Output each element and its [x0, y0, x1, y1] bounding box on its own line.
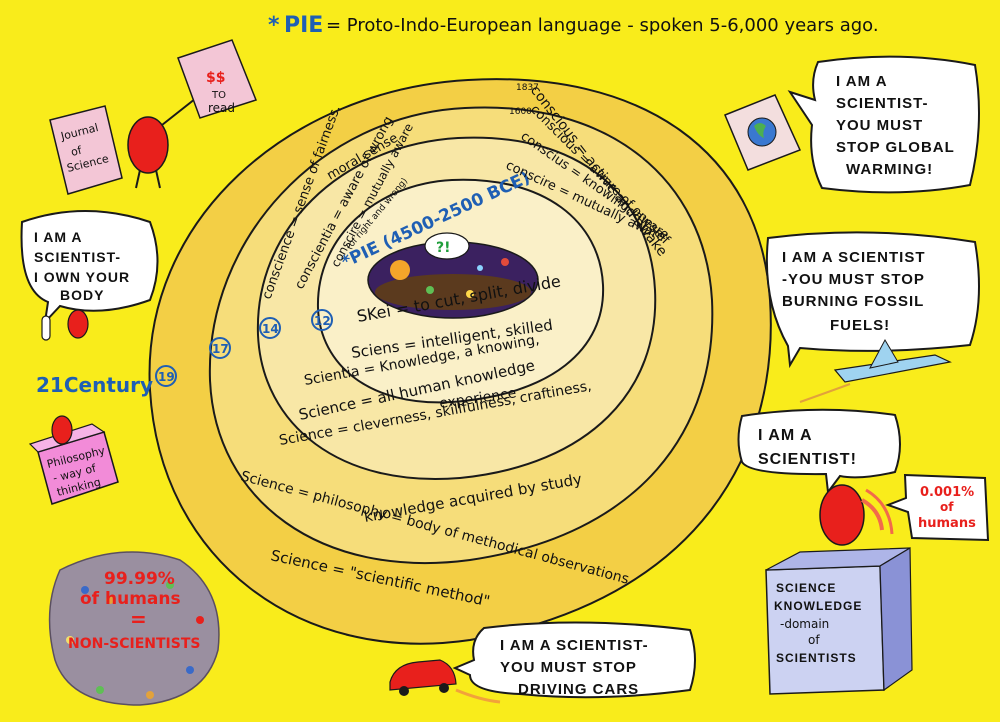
red-character-4 [819, 484, 865, 546]
bubble-gw-line-4: STOP GLOBAL [836, 139, 955, 156]
bubble-cars-line-2: YOU MUST STOP [500, 659, 637, 676]
dot-4 [466, 290, 474, 298]
bubble-body: I AM A SCIENTIST- I OWN YOUR BODY [20, 210, 159, 341]
car-icon [389, 659, 457, 691]
paywall-dollar: $$ [206, 70, 225, 86]
crowd-humans: of humans [80, 589, 181, 609]
science-box: SCIENCE KNOWLEDGE -domain of SCIENTISTS [765, 546, 913, 695]
red-character-1 [127, 116, 169, 174]
bubble-scientist-line-1: I AM A [758, 427, 813, 444]
crowd-non-scientists: NON-SCIENTISTS [68, 636, 200, 652]
journal-book [49, 105, 123, 195]
ring-system: ?! *PIE (4500-2500 BCE) SKei = to cut, s… [36, 78, 772, 645]
bubble-body-line-3: I OWN YOUR [34, 269, 130, 285]
svg-text:14: 14 [262, 322, 279, 336]
philosophy-box: Philosophy - way of thinking [28, 415, 119, 505]
pie-ground [375, 274, 531, 310]
red-character-3 [51, 415, 73, 445]
bubble-gw-line-3: YOU MUST [836, 117, 923, 134]
thought-bubble-text: ?! [436, 240, 451, 256]
header-star: * [268, 13, 280, 38]
bubble-body-line-2: SCIENTIST- [34, 249, 121, 265]
bubble-fossil-line-2: -YOU MUST STOP [782, 271, 925, 288]
bubble-fossil-line-3: BURNING FOSSIL [782, 293, 924, 310]
bubble-fossil-line-1: I AM A SCIENTIST [782, 249, 926, 266]
century-17: 17 [209, 337, 231, 359]
bubble-gw-line-2: SCIENTIST- [836, 95, 929, 112]
percent-value: 0.001% [920, 485, 974, 500]
century-21-label: 21Century [36, 373, 153, 397]
box-line-4: of [808, 633, 820, 647]
test-tube-icon [41, 315, 51, 341]
box-line-5: SCIENTISTS [776, 651, 857, 665]
box-line-1: SCIENCE [776, 581, 836, 595]
journal-line-2: of [70, 143, 85, 158]
dot-1 [501, 258, 509, 266]
bubble-body-line-1: I AM A [34, 229, 83, 245]
box-line-3: -domain [780, 617, 829, 631]
crowd-percent: 99.99% [104, 569, 175, 589]
bubble-cars-line-3: DRIVING CARS [518, 681, 639, 698]
bubble-scientist-line-2: SCIENTIST! [758, 451, 857, 468]
bubble-gw-line-1: I AM A [836, 73, 888, 90]
bubble-fossil: I AM A SCIENTIST -YOU MUST STOP BURNING … [765, 231, 980, 403]
header-text: = Proto-Indo-European language - spoken … [326, 15, 879, 36]
bubble-fossil-line-4: FUELS! [830, 317, 890, 334]
century-12: 12 [311, 309, 333, 331]
header-pie: PIE [284, 13, 323, 38]
century-14: 14 [259, 317, 281, 339]
box-line-2: KNOWLEDGE [774, 599, 862, 613]
paywall-sign [177, 39, 257, 119]
journal-figure: Journal of Science $$ TO read [49, 39, 257, 195]
red-character-2 [67, 309, 89, 339]
svg-text:19: 19 [158, 370, 175, 384]
thought-bubble [424, 232, 470, 260]
paywall-read: read [208, 101, 235, 115]
bubble-scientist: I AM A SCIENTIST! 0.001% of humans [737, 408, 990, 546]
svg-text:12: 12 [314, 314, 331, 328]
crowd-equals: = [130, 607, 147, 631]
bubble-global-warming: I AM A SCIENTIST- YOU MUST STOP GLOBAL W… [724, 55, 980, 194]
dot-3 [426, 286, 434, 294]
crowd-blob: 99.99% of humans = NON-SCIENTISTS [48, 551, 220, 706]
bubble-gw-line-5: WARMING! [846, 161, 933, 178]
svg-text:17: 17 [212, 342, 229, 356]
paywall-to: TO [211, 90, 226, 101]
percent-of: of [940, 500, 954, 514]
fire-glow [390, 260, 410, 280]
percent-arrow [885, 473, 990, 542]
year-1837: 1837 [516, 83, 539, 93]
bubble-cars-line-1: I AM A SCIENTIST- [500, 637, 649, 654]
header: * PIE = Proto-Indo-European language - s… [268, 13, 879, 38]
century-19: 19 [155, 365, 177, 387]
dot-2 [477, 265, 483, 271]
percent-humans: humans [918, 516, 976, 531]
bubble-body-line-4: BODY [60, 287, 104, 303]
year-1600: 1600 [509, 107, 532, 117]
airplane-icon [833, 354, 952, 383]
bubble-cars: I AM A SCIENTIST- YOU MUST STOP DRIVING … [389, 621, 696, 704]
